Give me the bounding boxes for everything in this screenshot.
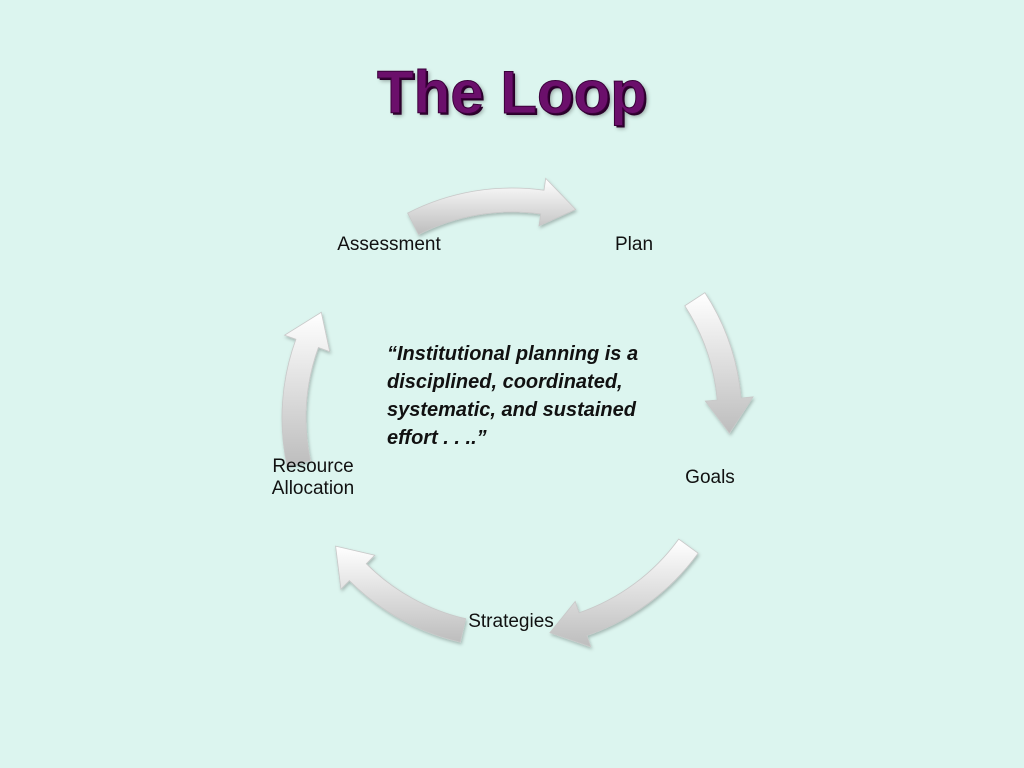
node-label-assessment: Assessment [337,234,441,255]
arrow-goals-to-strategies [549,538,699,648]
arrow-assessment-to-plan [407,177,577,236]
arrow-plan-to-goals [684,292,754,434]
node-label-goals: Goals [685,467,735,488]
node-label-strategies: Strategies [468,611,554,632]
quote-text: “Institutional planning is a disciplined… [387,343,639,449]
slide-title: The Loop [377,59,648,127]
arrow-resource-allocation-to-assessment [281,311,331,467]
node-label-resource-allocation: Resource Allocation [271,456,355,499]
cycle-arrows [281,177,754,648]
node-label-plan: Plan [614,234,654,255]
arrow-strategies-to-resource-allocation [335,545,467,643]
